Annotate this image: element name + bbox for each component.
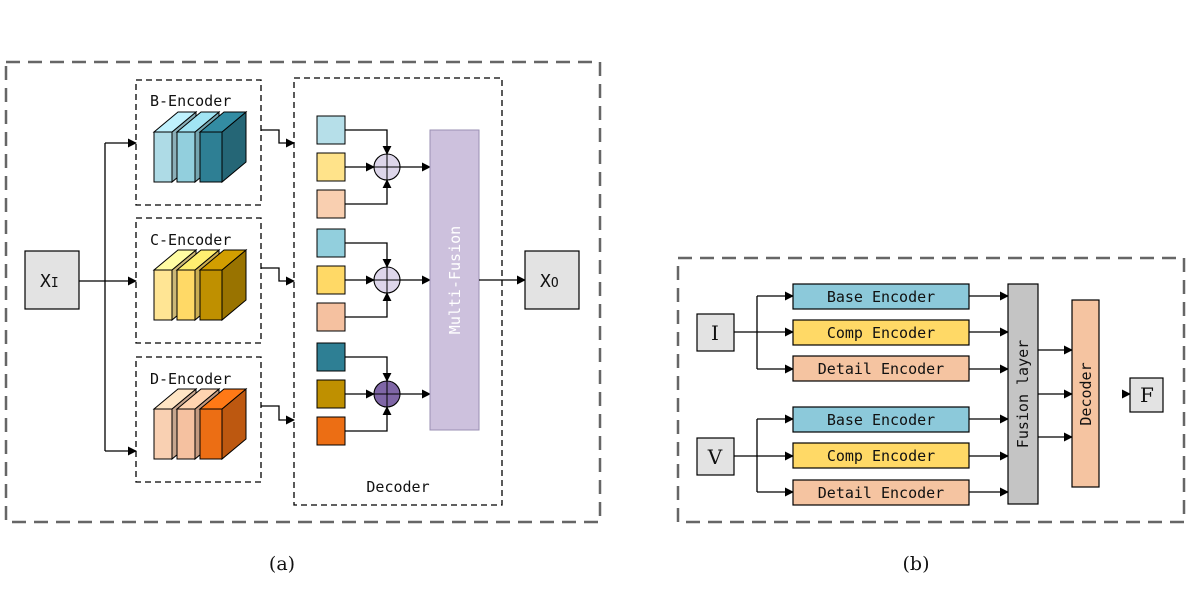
decoder-group-2 [316,228,431,332]
panel-a: XI B-Encoder C-Encoder D-Encoder Decoder [4,60,602,575]
encoder-block-stacks [152,110,248,461]
fusion-layer-label: Fusion layer [1014,340,1032,448]
encoder-base-1: Base Encoder [792,283,970,310]
c-encoder-box [135,217,262,344]
input-xi: XI [24,250,80,310]
output-f-label: F [1140,383,1154,407]
oplus-node [373,380,401,408]
input-xi-sub: I [51,276,59,291]
panel-b: I V Base Encoder Comp Encoder [676,256,1186,575]
split-arrows-b [734,291,794,497]
panel-a-frame [4,60,602,524]
encoder-detail-2-label: Detail Encoder [818,484,944,502]
oplus-node [373,153,401,181]
output-f: F [1129,377,1164,413]
encoder-output-arrows [261,129,295,425]
caption-a: (a) [269,553,295,575]
c-encoder-stack [152,248,248,322]
output-xo-label: X [540,271,551,292]
decoder-label: Decoder [366,478,429,496]
connector [345,179,392,205]
feature-square [316,115,346,145]
input-v-label: V [707,445,723,469]
caption-b: (b) [903,553,930,575]
c-encoder-label: C-Encoder [150,231,231,249]
output-xo: XO [524,250,580,310]
encoder-comp-1: Comp Encoder [792,319,970,346]
connector [345,242,392,268]
d-encoder-box [135,356,262,483]
encoder-comp-2: Comp Encoder [792,442,970,469]
input-v: V [696,437,735,476]
panel-b-frame [676,256,1186,524]
split-arrows-a [79,138,137,456]
svg-text:XI: XI [40,271,59,292]
d-encoder-stack [152,387,248,461]
feature-square [316,379,346,409]
connector [345,129,392,155]
feature-square [316,416,346,446]
feature-square [316,228,346,258]
d-encoder-label: D-Encoder [150,370,231,388]
feature-square [316,265,346,295]
output-xo-sub: O [551,276,559,291]
c-encoder-block-3 [198,248,248,322]
multi-fusion-block [429,129,480,431]
input-i: I [696,313,735,352]
svg-text:XO: XO [540,271,559,292]
encoder-to-fusion-arrows [969,291,1009,497]
encoder-detail-2: Detail Encoder [792,479,970,506]
decoder-box [293,77,503,506]
connector [345,406,392,432]
feature-square [316,302,346,332]
connector [345,356,392,382]
encoder-detail-1: Detail Encoder [792,355,970,382]
feature-square [316,342,346,372]
encoder-base-1-label: Base Encoder [827,288,935,306]
multi-fusion-label: Multi-Fusion [446,226,464,334]
feature-square [316,189,346,219]
input-xi-label: X [40,271,51,292]
encoder-base-2-label: Base Encoder [827,411,935,429]
decoder-b-label: Decoder [1077,362,1095,425]
d-encoder-block-3 [198,387,248,461]
feature-square [316,152,346,182]
connector [345,292,392,318]
decoder-group-3 [316,342,431,446]
b-encoder-stack [152,110,248,184]
b-encoder-box [135,79,262,206]
input-i-label: I [711,321,719,345]
decoder-block-b [1071,299,1100,488]
encoder-comp-1-label: Comp Encoder [827,324,935,342]
b-encoder-block-3 [198,110,248,184]
decoder-group-1 [316,115,431,219]
b-encoder-label: B-Encoder [150,92,231,110]
encoder-detail-1-label: Detail Encoder [818,360,944,378]
decoder-feature-squares [316,115,431,446]
encoder-base-2: Base Encoder [792,406,970,433]
fusion-to-decoder-arrows [1038,345,1073,442]
oplus-node [373,266,401,294]
fusion-layer-block [1007,283,1039,505]
encoder-comp-2-label: Comp Encoder [827,447,935,465]
